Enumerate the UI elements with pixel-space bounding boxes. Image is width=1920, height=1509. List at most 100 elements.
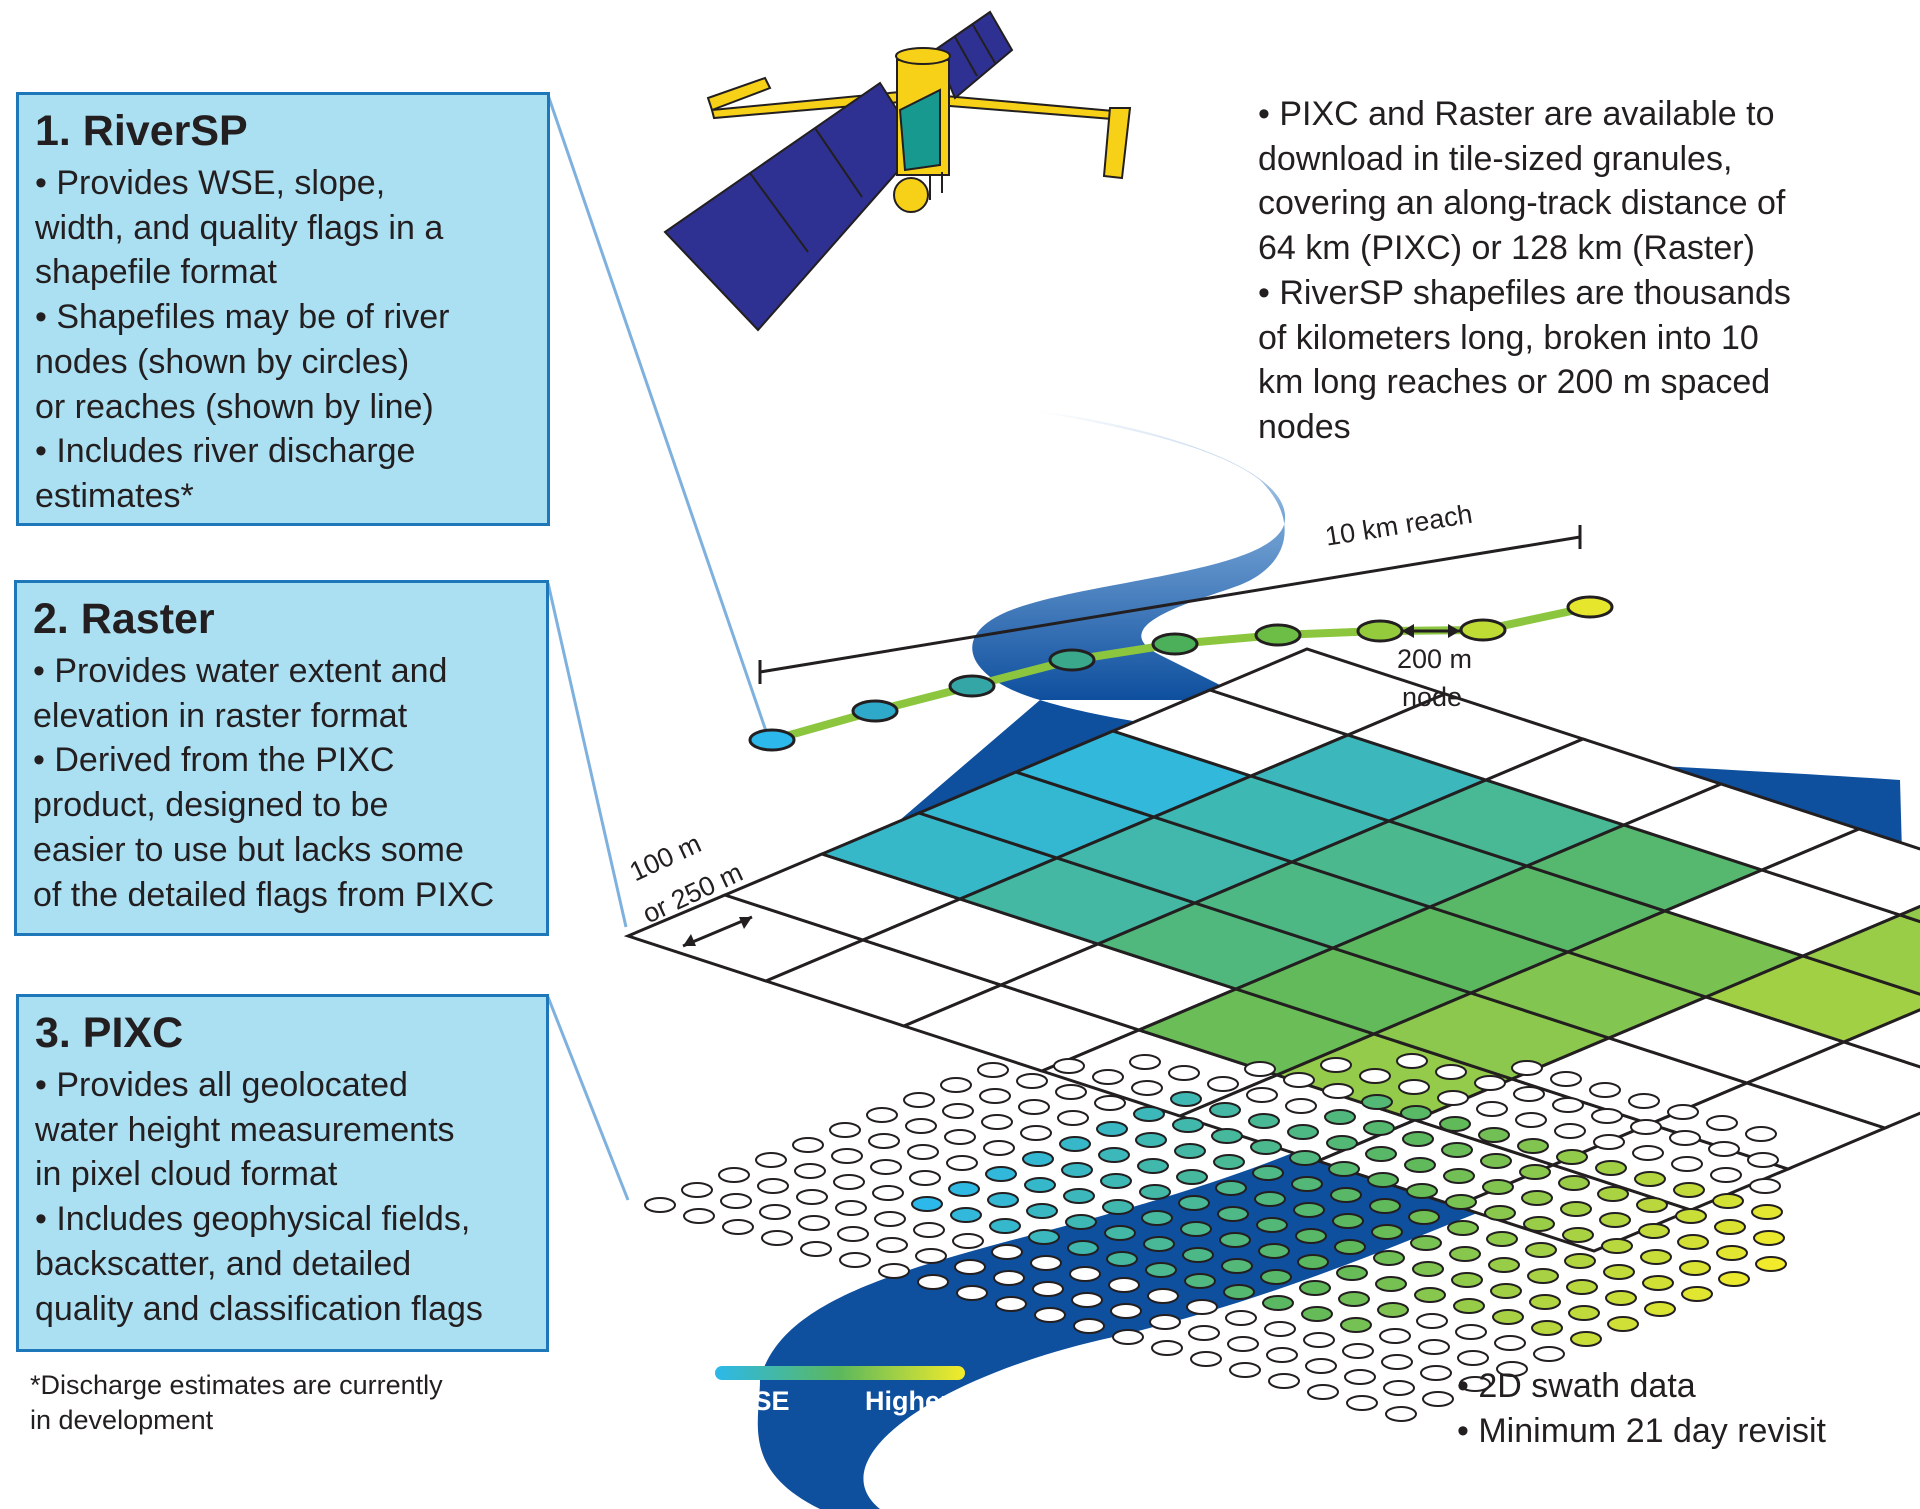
pixel-cloud-point [1453,1298,1485,1314]
river-node [948,674,996,698]
raster-cell [1839,1008,1920,1069]
pixel-cloud-point [1180,1221,1212,1237]
pixel-cloud-point [839,1252,871,1268]
pixel-cloud-point [792,1137,824,1153]
pixel-cloud-point [1190,1351,1222,1367]
pixel-cloud-point [831,1148,863,1164]
pixel-cloud-point [796,1189,828,1205]
pixel-cloud-point [995,1296,1027,1312]
pixel-cloud-point [1221,1258,1253,1274]
pixel-cloud-point [1562,1227,1594,1243]
pixel-cloud-point [1143,1236,1175,1252]
pixel-cloud-point [876,1237,908,1253]
pixel-cloud-point [1523,1216,1555,1232]
pixel-cloud-point [1133,1106,1165,1122]
raster-cell [1742,1040,1920,1130]
pixel-cloud-point [1059,1136,1091,1152]
pixel-cloud-point [1186,1299,1218,1315]
pixel-cloud-point [872,1185,904,1201]
pixel-cloud-point [1490,1283,1522,1299]
river-node [1566,595,1614,619]
pixel-cloud-point [1053,1058,1085,1074]
pixel-cloud-point [1638,1223,1670,1239]
pixel-cloud-point [1402,1131,1434,1147]
raster-line: product, designed to be [33,786,389,825]
pixel-cloud-point [1422,1391,1454,1407]
pixel-cloud-point [1176,1169,1208,1185]
pixel-cloud-point [991,1244,1023,1260]
pixel-cloud-point [1517,1138,1549,1154]
pixel-cloud-point [1755,1256,1787,1272]
pixel-cloud-point [1564,1253,1596,1269]
pixel-cloud-point [1024,1177,1056,1193]
pixel-cloud-point [1063,1188,1095,1204]
riversp-box: 1. RiverSP • Provides WSE, slope, width,… [16,92,550,526]
pixel-cloud-point [1030,1255,1062,1271]
pixc-box: 3. PIXC • Provides all geolocated water … [16,994,549,1352]
pixel-cloud-point [1589,1082,1621,1098]
pixel-cloud-point [1527,1268,1559,1284]
pixel-cloud-point [1396,1053,1428,1069]
pixel-cloud-point [1217,1206,1249,1222]
pixel-cloud-point [1367,1172,1399,1188]
pixel-cloud-point [1342,1343,1374,1359]
pixel-cloud-point [1640,1249,1672,1265]
pixel-cloud-point [1595,1160,1627,1176]
pixel-cloud-point [1283,1072,1315,1088]
pixel-cloud-point [1244,1061,1276,1077]
river-node [1356,619,1404,643]
pixel-cloud-point [905,1118,937,1134]
pixel-cloud-point [1414,1287,1446,1303]
pixel-cloud-point [1215,1180,1247,1196]
cell-size-arrowheads [683,917,752,946]
pixel-cloud-point [1457,1350,1489,1366]
pixel-cloud-point [1250,1139,1282,1155]
river-node [1151,632,1199,656]
pixc-line: water height measurements [35,1110,455,1149]
pixel-cloud-point [1377,1302,1409,1318]
pixel-cloud-point [1673,1182,1705,1198]
pixel-cloud-point [1398,1079,1430,1095]
pixel-cloud-point [907,1144,939,1160]
pixel-cloud-point [1412,1261,1444,1277]
pixel-cloud-point [1301,1306,1333,1322]
pixel-cloud-point [1022,1151,1054,1167]
pixel-cloud-point [917,1274,949,1290]
riversp-line: • Provides WSE, slope, [35,164,386,202]
pixel-cloud-point [1496,1361,1528,1377]
pixel-cloud-point [1071,1292,1103,1308]
pixel-cloud-point [1591,1108,1623,1124]
riversp-line: shapefile format [35,253,277,292]
pixel-cloud-point [1601,1238,1633,1254]
pixel-cloud-point [1307,1384,1339,1400]
pixel-cloud-point [1441,1142,1473,1158]
pixel-cloud-point [1554,1123,1586,1139]
pixel-cloud-point [1603,1264,1635,1280]
pixel-cloud-point [909,1170,941,1186]
pixel-cloud-point [798,1215,830,1231]
riversp-line: • Includes river discharge [35,432,416,471]
pixel-cloud-point [757,1178,789,1194]
pixc-line: • Provides all geolocated [35,1066,408,1104]
pixel-cloud-point [1455,1324,1487,1340]
pixel-cloud-point [1550,1071,1582,1087]
riversp-title: 1. RiverSP [35,107,248,155]
legend-high-label: Higher WSE [865,1386,1020,1416]
pixel-cloud-point [1486,1231,1518,1247]
pixel-cloud-point [1681,1286,1713,1302]
pixel-cloud-point [1420,1365,1452,1381]
pixel-cloud-point [1708,1141,1740,1157]
pixel-cloud-point [800,1241,832,1257]
pixel-cloud-point [981,1114,1013,1130]
pixel-cloud-point [1568,1305,1600,1321]
pixel-cloud-point [1710,1167,1742,1183]
pixel-cloud-point [1482,1179,1514,1195]
pixel-cloud-point [1145,1262,1177,1278]
river-node [1048,648,1096,672]
pixel-cloud-point [1570,1331,1602,1347]
river-node [1459,618,1507,642]
leader-line-riversp [546,94,770,738]
pixel-cloud-point [878,1263,910,1279]
pixel-cloud-point [1293,1202,1325,1218]
